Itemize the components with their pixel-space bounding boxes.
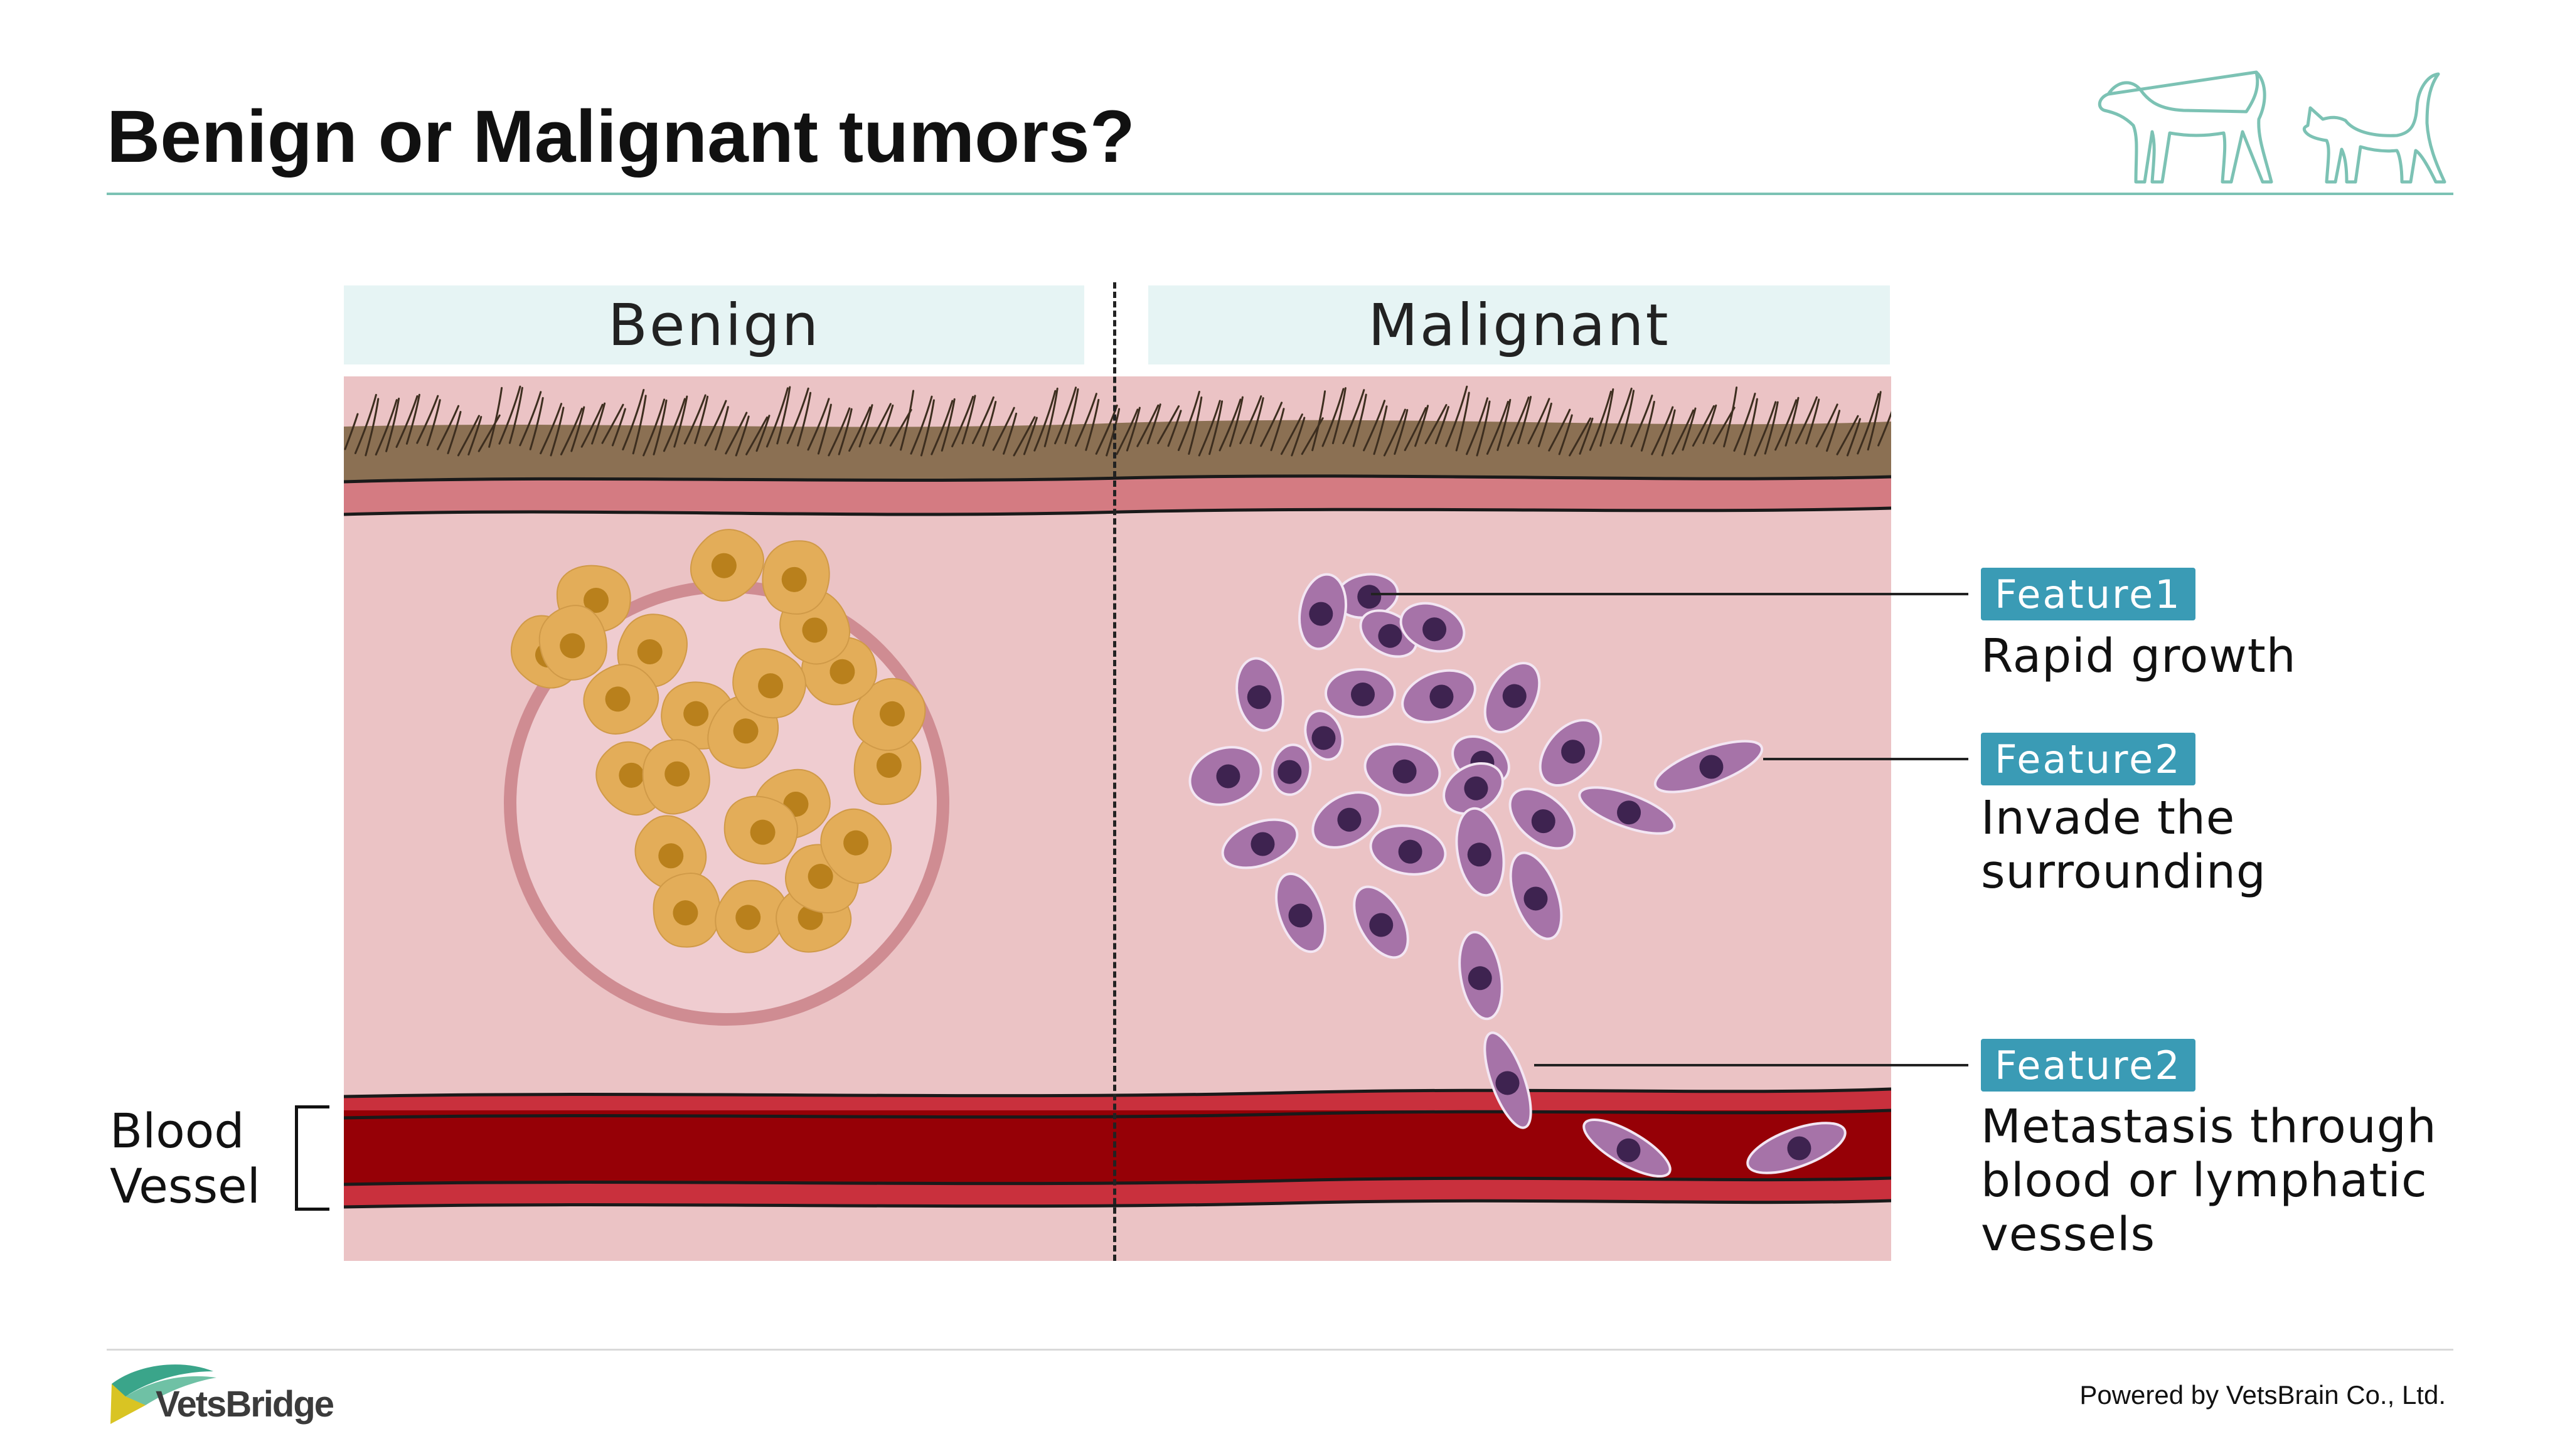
malignant-cell [1746, 1122, 1847, 1174]
malignant-cell [1325, 668, 1396, 718]
malignant-cell [1221, 818, 1299, 869]
footer-rule [107, 1349, 2453, 1351]
feature3-text-line2: blood or lymphatic [1981, 1154, 2428, 1208]
benign-cell [634, 815, 707, 890]
feature3-badge: Feature2 [1981, 1039, 2195, 1092]
benign-cell [642, 739, 710, 815]
benign-cell [762, 540, 830, 615]
malignant-cell [1311, 791, 1382, 849]
malignant-cell [1458, 930, 1503, 1021]
feature3-text-line1: Metastasis through [1981, 1100, 2437, 1154]
blood-vessel-drawing [344, 1087, 1891, 1209]
feature3-text-line3: vessels [1981, 1208, 2156, 1262]
malignant-cell [1188, 746, 1262, 806]
feature2-text-line2: surrounding [1981, 845, 2266, 899]
malignant-cell [1275, 872, 1326, 954]
benign-cell [653, 873, 721, 948]
malignant-cell [1304, 709, 1344, 761]
dog-cat-icon [2098, 70, 2446, 184]
malignant-cell [1582, 1118, 1672, 1178]
malignant-cell [1399, 602, 1466, 653]
vetsbridge-logo-icon [110, 1364, 216, 1424]
feature1-text-line1: Rapid growth [1981, 629, 2296, 683]
malignant-cell [1508, 787, 1576, 850]
malignant-cell [1509, 851, 1563, 940]
benign-tumor [504, 529, 949, 1026]
feature2-badge: Feature2 [1981, 733, 2195, 785]
malignant-cell [1539, 718, 1603, 787]
benign-cell [690, 529, 764, 602]
page-title: Benign or Malignant tumors? [107, 95, 1135, 178]
malignant-cell [1578, 786, 1676, 835]
malignant-cell [1653, 740, 1764, 794]
cat-outline-icon [2302, 72, 2446, 184]
benign-cell [583, 664, 659, 735]
blood-vessel-bracket [295, 1105, 329, 1211]
benign-cell [715, 879, 787, 954]
title-underline [107, 193, 2453, 195]
malignant-cells [1188, 573, 1847, 1178]
benign-cell [820, 808, 892, 884]
benign-cell [538, 605, 607, 681]
malignant-cell [1298, 573, 1347, 651]
malignant-cell [1443, 762, 1504, 815]
brand-name: VetsBridge [156, 1384, 334, 1425]
column-divider [1113, 282, 1116, 1261]
blood-label-line1: Blood [110, 1103, 245, 1159]
feature2-text-line1: Invade the [1981, 791, 2236, 845]
malignant-cell [1483, 662, 1541, 733]
benign-cells [510, 529, 926, 954]
benign-cell [852, 678, 926, 752]
fur-strands [344, 385, 1891, 457]
feature2-leader-line [1763, 758, 1968, 760]
powered-by: Powered by VetsBrain Co., Ltd. [2079, 1380, 2446, 1410]
malignant-header: Malignant [1148, 285, 1890, 364]
feature1-badge: Feature1 [1981, 568, 2195, 620]
malignant-cell [1353, 885, 1409, 959]
benign-cell [732, 648, 806, 719]
benign-cell [723, 795, 798, 865]
feature3-leader-line [1534, 1064, 1968, 1066]
blood-label-line2: Vessel [110, 1158, 260, 1214]
malignant-cell [1369, 824, 1447, 876]
malignant-cell [1483, 1031, 1532, 1129]
tissue-cross-section [344, 376, 1891, 1261]
dog-outline-icon [2098, 70, 2273, 184]
benign-cell [707, 695, 779, 769]
feature1-leader-line [1371, 593, 1968, 595]
malignant-cell [1235, 657, 1284, 732]
benign-header: Benign [344, 285, 1084, 364]
malignant-cell [1363, 743, 1441, 797]
malignant-cell [1455, 807, 1505, 897]
malignant-cell [1271, 743, 1312, 796]
malignant-cell [1401, 669, 1476, 724]
